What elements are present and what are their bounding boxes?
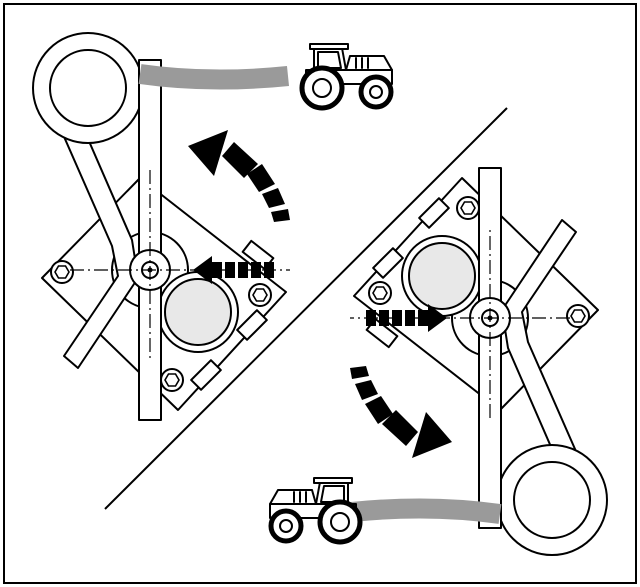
panel-upper-left [32,32,392,421]
tractor-icon [270,478,360,542]
hex-bolt-icon [566,304,590,328]
panel-divider [104,107,508,510]
rotation-arrow-icon [188,130,290,222]
hex-bolt-icon [456,196,480,220]
tractor-icon [302,44,392,108]
adjustment-bar [138,59,162,421]
push-arrow-icon [193,256,274,284]
hex-bolt-icon [368,281,392,305]
hex-bolt-icon [248,283,272,307]
hex-bolt-icon [160,368,184,392]
hydraulic-hose [138,64,290,90]
hex-bolt-icon [50,260,74,284]
diagram-frame [3,3,637,584]
panel-lower-right [350,167,608,556]
